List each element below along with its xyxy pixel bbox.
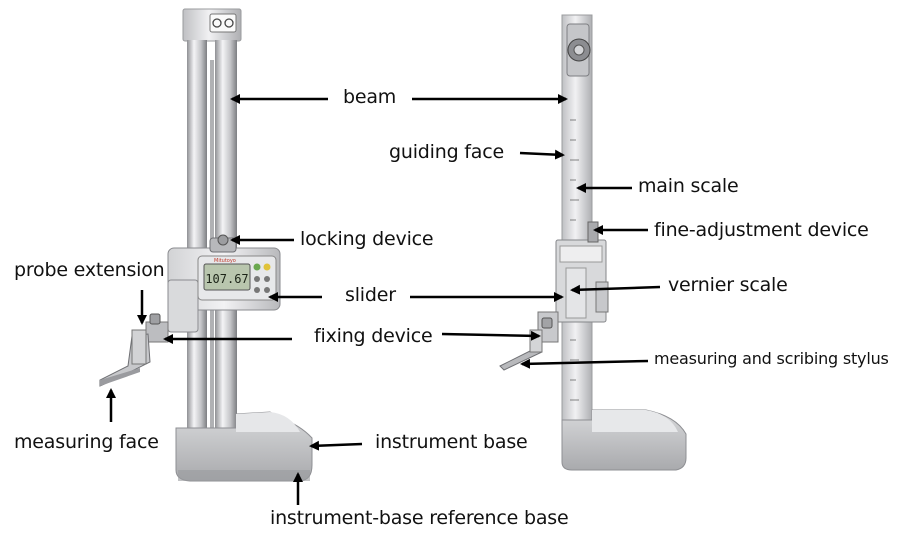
column-left	[187, 40, 207, 436]
pointer-arrows	[106, 94, 661, 505]
brand-logo	[209, 13, 237, 33]
label-measuring-and-scribing-stylus: measuring and scribing stylus	[654, 349, 889, 368]
label-main-scale: main scale	[638, 175, 739, 197]
label-vernier-scale: vernier scale	[668, 274, 788, 296]
arrow-fixing-device-right	[441, 330, 541, 341]
probe-holder	[145, 321, 169, 343]
brand-name: Mitutoyo	[214, 258, 236, 264]
label-instrument-base: instrument base	[375, 431, 528, 453]
lcd-screen	[203, 263, 251, 291]
label-fixing-device: fixing device	[314, 325, 433, 347]
fine-adjust-screw	[587, 221, 599, 243]
label-guiding-face: guiding face	[389, 141, 504, 163]
vernier-scale-plate	[565, 267, 587, 319]
label-instrument-base-reference-base: instrument-base reference base	[270, 507, 569, 529]
arrow-guiding-face	[519, 149, 565, 160]
arrow-instrument-base	[309, 440, 363, 451]
lcd-reading: 107.67	[205, 272, 248, 286]
label-measuring-face: measuring face	[14, 431, 159, 453]
label-slider: slider	[345, 284, 396, 306]
digital-height-gauge: 107.67 Mitutoyo	[99, 8, 313, 482]
arrow-stylus	[520, 358, 649, 369]
label-probe-extension: probe extension	[14, 259, 165, 281]
label-beam: beam	[343, 86, 397, 108]
arrow-vernier-scale	[570, 284, 661, 295]
vernier-beam	[561, 14, 593, 456]
vernier-height-gauge	[499, 14, 687, 471]
label-locking-device: locking device	[300, 228, 434, 250]
label-fine-adjustment-device: fine-adjustment device	[654, 219, 869, 241]
